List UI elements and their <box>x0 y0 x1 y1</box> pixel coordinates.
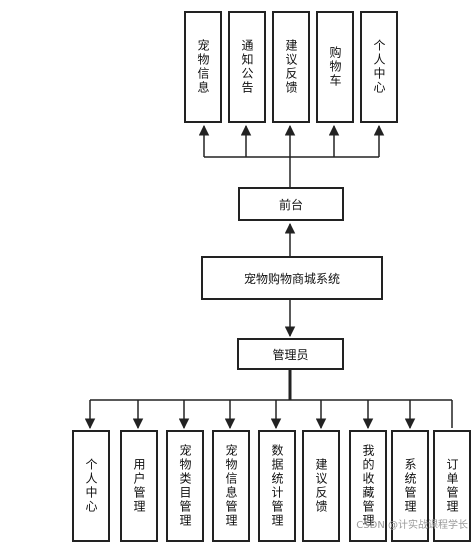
node-label: 宠物类目管理 <box>178 444 192 528</box>
node-admin-hub: 管理员 <box>237 338 344 370</box>
node-label: 管理员 <box>272 347 309 362</box>
node-admin-statistics-mgmt: 数据统计管理 <box>258 430 296 542</box>
node-label: 订单管理 <box>445 458 459 514</box>
node-label: 数据统计管理 <box>270 444 284 528</box>
node-admin-feedback: 建议反馈 <box>302 430 340 542</box>
node-admin-order-mgmt: 订单管理 <box>433 430 471 542</box>
node-frontend-feedback: 建议反馈 <box>272 11 310 123</box>
node-frontend-cart: 购物车 <box>316 11 354 123</box>
node-admin-system-mgmt: 系统管理 <box>391 430 429 542</box>
node-label: 前台 <box>278 197 303 212</box>
node-label: 我的收藏管理 <box>361 444 375 528</box>
node-admin-personal-center: 个人中心 <box>72 430 110 542</box>
node-label: 购物车 <box>328 46 342 88</box>
node-label: 建议反馈 <box>314 458 328 514</box>
node-label: 宠物购物商城系统 <box>243 271 340 286</box>
node-label: 个人中心 <box>84 458 98 514</box>
node-label: 通知公告 <box>240 39 254 95</box>
node-admin-pet-info-mgmt: 宠物信息管理 <box>212 430 250 542</box>
node-label: 系统管理 <box>403 458 417 514</box>
node-frontend-notice: 通知公告 <box>228 11 266 123</box>
node-frontend-personal-center: 个人中心 <box>360 11 398 123</box>
node-admin-favorites-mgmt: 我的收藏管理 <box>349 430 387 542</box>
node-label: 宠物信息管理 <box>224 444 238 528</box>
node-admin-pet-category-mgmt: 宠物类目管理 <box>166 430 204 542</box>
node-admin-user-mgmt: 用户管理 <box>120 430 158 542</box>
node-label: 宠物信息 <box>196 39 210 95</box>
watermark: CSDN @计实战课程学长 <box>356 520 468 531</box>
node-frontend-pet-info: 宠物信息 <box>184 11 222 123</box>
node-system: 宠物购物商城系统 <box>201 256 383 300</box>
node-frontend-hub: 前台 <box>238 187 344 221</box>
node-label: 用户管理 <box>132 458 146 514</box>
node-label: 建议反馈 <box>284 39 298 95</box>
node-label: 个人中心 <box>372 39 386 95</box>
